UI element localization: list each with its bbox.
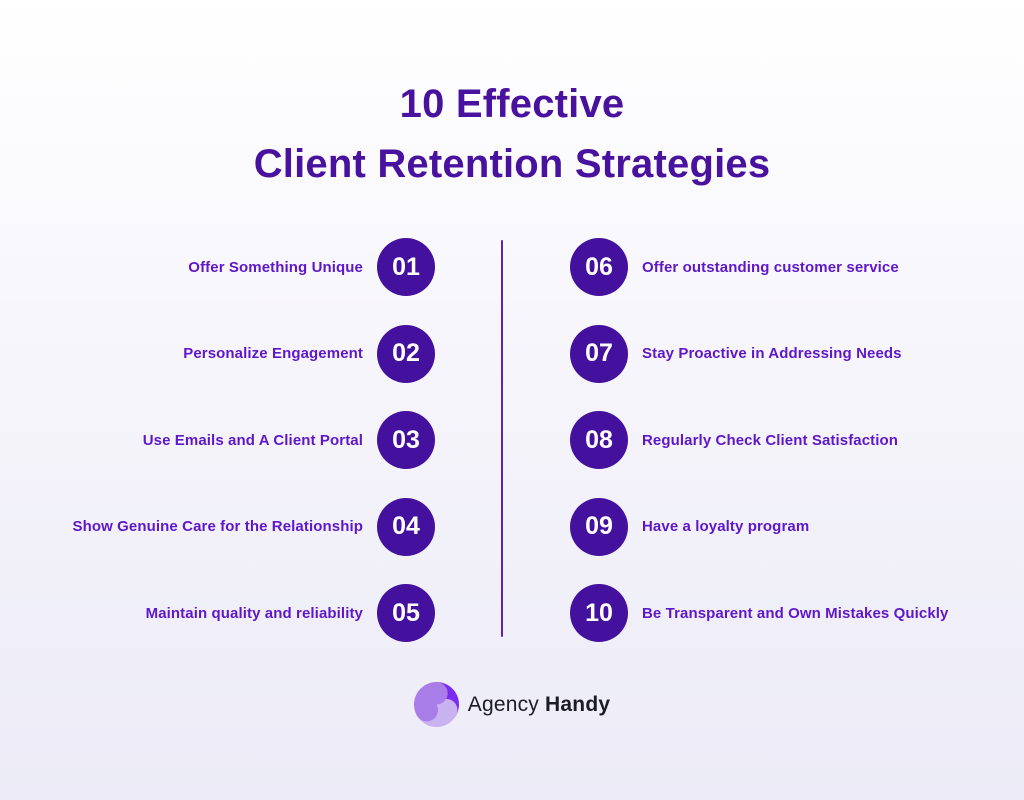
title-line-2: Client Retention Strategies — [253, 142, 771, 186]
strategy-number-badge: 06 — [570, 238, 628, 296]
strategy-number-badge: 04 — [377, 497, 435, 556]
strategy-number-badge: 10 — [570, 584, 628, 643]
strategy-number-badge: 07 — [570, 324, 628, 383]
strategy-number-badge: 08 — [570, 411, 628, 470]
strategy-item-05: Maintain quality and reliability 05 — [0, 584, 435, 643]
strategy-label: Offer outstanding customer service — [642, 258, 899, 276]
strategy-number-badge: 03 — [377, 411, 435, 470]
strategy-label: Offer Something Unique — [188, 258, 363, 276]
strategy-number-badge: 09 — [570, 497, 628, 556]
triple-swirl-icon — [413, 682, 459, 727]
strategies-right-column: 06 Offer outstanding customer service 07… — [570, 238, 1024, 671]
brand-name-second: Handy — [545, 692, 611, 716]
page-title: 10 Effective Client Retention Strategies — [0, 74, 1024, 194]
strategy-item-06: 06 Offer outstanding customer service — [570, 238, 1024, 296]
strategies-left-column: Offer Something Unique 01 Personalize En… — [0, 238, 435, 671]
column-divider — [500, 240, 503, 637]
brand-name: Agency Handy — [468, 693, 610, 717]
strategy-label: Regularly Check Client Satisfaction — [642, 431, 899, 449]
brand-name-first: Agency — [467, 692, 539, 716]
strategy-label: Personalize Engagement — [183, 345, 363, 363]
strategy-item-03: Use Emails and A Client Portal 03 — [0, 411, 435, 470]
strategy-item-10: 10 Be Transparent and Own Mistakes Quick… — [570, 584, 1024, 643]
strategy-item-07: 07 Stay Proactive in Addressing Needs — [570, 324, 1024, 383]
strategy-label: Have a loyalty program — [642, 518, 810, 536]
strategy-item-08: 08 Regularly Check Client Satisfaction — [570, 411, 1024, 470]
strategy-label: Stay Proactive in Addressing Needs — [642, 345, 902, 363]
strategy-item-02: Personalize Engagement 02 — [0, 324, 435, 383]
brand-footer: Agency Handy — [0, 682, 1024, 727]
strategy-label: Be Transparent and Own Mistakes Quickly — [642, 604, 949, 622]
strategy-label: Use Emails and A Client Portal — [142, 431, 363, 449]
strategy-item-01: Offer Something Unique 01 — [0, 238, 435, 296]
strategy-number-badge: 01 — [377, 238, 435, 296]
strategy-number-badge: 05 — [377, 584, 435, 643]
strategy-label: Show Genuine Care for the Relationship — [72, 518, 363, 536]
title-line-1: 10 Effective — [399, 82, 625, 126]
strategy-number-badge: 02 — [377, 324, 435, 383]
strategy-item-09: 09 Have a loyalty program — [570, 497, 1024, 556]
strategy-label: Maintain quality and reliability — [145, 604, 363, 622]
strategy-item-04: Show Genuine Care for the Relationship 0… — [0, 497, 435, 556]
